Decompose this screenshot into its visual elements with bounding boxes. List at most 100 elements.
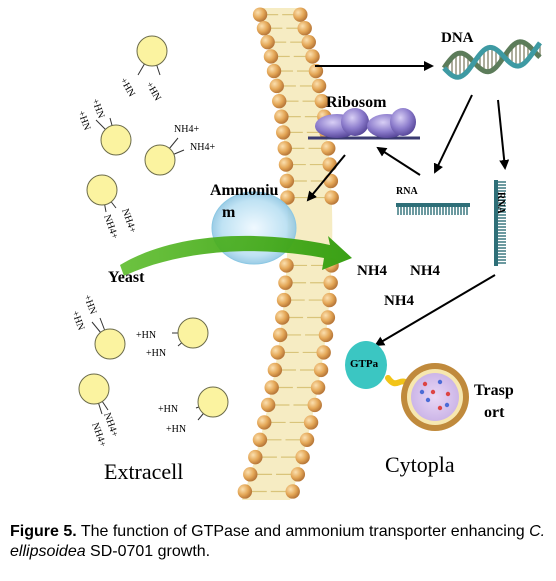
dna-label: DNA [441,30,474,46]
lipid-head-bead [276,292,292,308]
rna-backbone [494,180,498,266]
lipid-head-bead [272,93,287,109]
lipid-head-bead [252,7,268,22]
lipid-head-bead [311,78,327,94]
lipid-head-bead [316,345,331,360]
transport-label-line2: ort [484,404,505,421]
lipid-head-bead [276,125,291,140]
lipid-head-bead [323,275,338,290]
rna-strand-horizontal [396,203,470,215]
ammonium-group-label: +HN [69,309,86,332]
lipid-head-bead [295,449,310,465]
ammonium-molecule: +HN+HN [69,293,126,360]
lipid-head-bead [280,190,295,205]
rna-vertical-label: RNA [495,192,506,214]
lipid-head-bead [303,415,319,430]
ammonium-group-label: +HN [75,109,92,132]
lipid-head-bead [321,141,336,156]
lipid-head-bead [248,449,263,465]
molecule-bead [78,373,110,405]
caption-figure-label: Figure 5. [10,523,77,540]
vesicle-cargo-dot [430,389,436,395]
lipid-head-bead [308,63,324,79]
lipid-head-bead [313,362,329,378]
vesicle-cargo-dot [422,381,428,387]
nh4-label-b: NH4 [410,263,440,279]
caption-text-2: SD-0701 growth. [85,543,211,560]
lipid-head-bead [260,397,276,413]
figure-caption: Figure 5. The function of GTPase and amm… [10,522,550,562]
ribosome-complex [308,108,420,140]
ammonium-group-label: +HN [117,76,137,99]
ribosome-label: Ribosom [326,94,387,111]
molecule-bead [144,144,176,176]
nh4-label-c: NH4 [384,293,414,309]
arrow-ribosome-to-transporter [306,154,346,202]
vesicle-cargo-dot [437,379,443,385]
caption-text-1: The function of GTPase and ammonium tran… [76,523,530,540]
arrow-dna-to-rna [433,94,473,174]
pathway-arrows [306,61,510,347]
arrow-rna-to-gtpase [374,274,496,347]
ammonium-group-label: +HN [166,424,186,435]
ammonium-molecule: NH4+NH4+ [86,174,138,241]
lipid-head-bead [272,327,288,343]
lipid-head-bead [275,310,290,325]
lipid-head-bead [322,157,337,172]
lipid-head-bead [297,21,312,36]
lipid-head-bead [252,432,268,448]
ribosome-large-left [341,108,369,136]
arrow-rna-to-ribosome [376,146,421,176]
lipid-head-bead [293,7,308,22]
extracellular-label: Extracell [104,459,184,484]
lipid-head-bead [320,310,336,325]
ammonium-molecule: +HN +HN [136,317,209,359]
ammonium-group-label: +HN [136,330,156,341]
yeast-label: Yeast [108,269,145,286]
dna-strand-2 [442,41,542,80]
molecule-bead [177,317,209,349]
ammonium-group-label: +HN [146,348,166,359]
ammonium-group-label: +HN [89,97,106,120]
lipid-head-bead [274,109,289,124]
lipid-head-bead [263,49,279,64]
ammonium-group-label: +HN [143,80,163,103]
lipid-head-bead [310,380,326,395]
lipid-heads [237,7,339,499]
ammonium-group-label: +HN [158,404,178,415]
lipid-head-bead [270,345,285,360]
molecule-bead [86,174,118,206]
ammonium-molecule: NH4+NH4+ [78,373,120,449]
rna-backbone [396,203,470,207]
rna-strand-vertical [494,180,506,266]
ammonium-transporter-channel [211,191,297,265]
nh4-label-a: NH4 [357,263,387,279]
lipid-head-bead [279,258,294,273]
lipid-head-bead [256,21,272,36]
dna-double-helix [441,39,542,80]
molecule-bead [94,328,126,360]
lipid-head-bead [299,432,315,448]
ammonium-molecule: +HN +HN [117,35,168,103]
lipid-head-bead [243,467,258,482]
vesicle-cargo-dot [437,405,443,411]
ammonium-label-line1: Ammoniu [210,182,279,199]
lipid-head-bead [269,78,284,94]
transport-label-line1: Trasp [474,382,514,399]
molecule-bead [136,35,168,67]
lipid-head-bead [279,173,295,189]
vesicle-cargo-dot [419,389,425,395]
lipid-head-bead [307,397,322,413]
ammonium-group-label: NH4+ [174,124,199,135]
lipid-head-bead [237,484,253,499]
lipid-head-bead [305,49,320,64]
lipid-head-bead [323,173,339,189]
lipid-head-bead [324,190,339,205]
vesicle-cargo-dot [444,402,450,408]
lipid-head-bead [267,362,283,378]
lipid-head-bead [322,292,337,308]
lipid-head-bead [260,34,275,50]
molecule-bead [197,386,229,418]
ammonium-uptake-arrow [120,235,352,276]
